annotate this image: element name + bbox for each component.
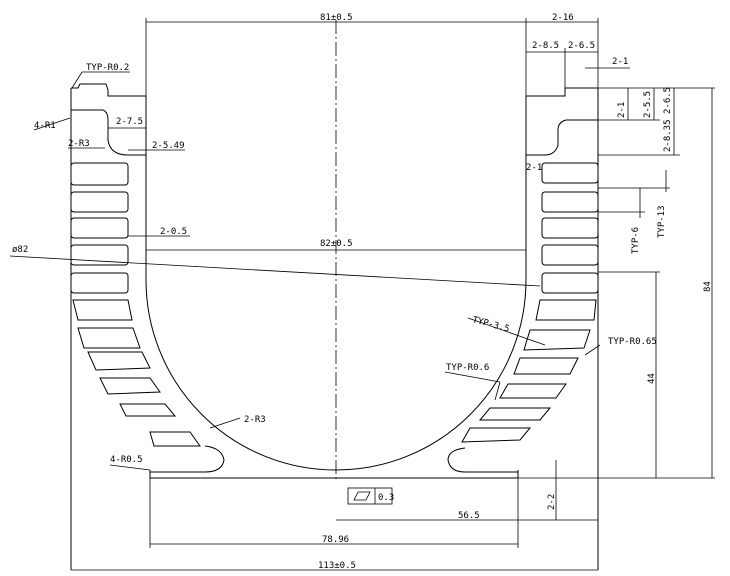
dim-56-5: 56.5 <box>458 511 480 521</box>
dim-r0-5: 2-0.5 <box>160 227 187 237</box>
dim-flatness: 0.3 <box>378 493 394 503</box>
dim-top-width: 81±0.5 <box>320 13 353 23</box>
dim-r3-left: 2-R3 <box>68 139 90 149</box>
dim-height44: 44 <box>647 373 657 384</box>
dim-typ-r06: TYP-R0.6 <box>446 363 489 373</box>
dim-r5-5: 2-5.5 <box>643 91 653 118</box>
dim-78-96: 78.96 <box>322 535 349 545</box>
dim-r1-mid: 2-1 <box>617 102 627 118</box>
dim-typ-r02: TYP-R0.2 <box>86 63 129 73</box>
dim-typ13: TYP-13 <box>657 205 667 238</box>
dim-typ-r065: TYP-R0.65 <box>608 337 657 347</box>
dim-r8-5: 2-8.5 <box>532 41 559 51</box>
dim-typ3-5: TYP-3.5 <box>471 315 510 334</box>
dim-height84: 84 <box>703 281 713 292</box>
dimension-lines <box>9 18 715 571</box>
right-fins <box>447 162 599 473</box>
dim-r3-bottom: 2-R3 <box>244 415 266 425</box>
dim-113: 113±0.5 <box>318 561 356 571</box>
dimension-labels: 81±0.5 2-16 2-8.5 2-6.5 2-1 TYP-R0.2 4-R… <box>12 13 713 571</box>
flatness-box <box>347 487 393 505</box>
dim-r7-5: 2-7.5 <box>116 117 143 127</box>
left-fins <box>70 162 225 473</box>
dim-4-r05: 4-R0.5 <box>110 455 143 465</box>
dim-typ6: TYP-6 <box>631 227 641 254</box>
dim-r6-5: 2-6.5 <box>568 41 595 51</box>
dim-right-top: 2-16 <box>552 13 574 23</box>
dim-r2-bottom: 2-2 <box>547 494 557 510</box>
dim-r1-side: 2-1 <box>526 163 542 173</box>
dim-r6-5-v: 2-6.5 <box>663 87 673 114</box>
dim-r1-top: 2-1 <box>612 57 628 67</box>
dim-r8-35: 2-8.35 <box>663 119 673 152</box>
dim-inner-width: 82±0.5 <box>320 239 353 249</box>
dim-4-r1: 4-R1 <box>34 121 56 131</box>
dim-r5-49: 2-5.49 <box>152 141 185 151</box>
dim-dia82: ø82 <box>12 245 28 255</box>
